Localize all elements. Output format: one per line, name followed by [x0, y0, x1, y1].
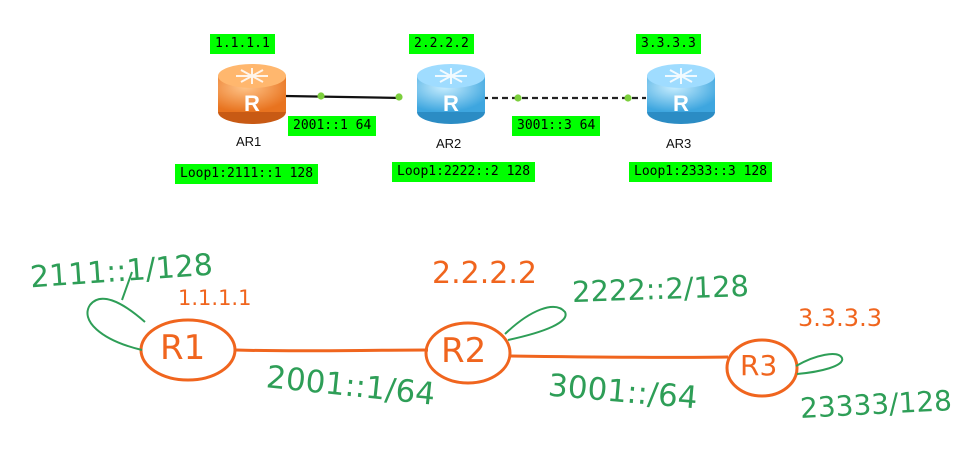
sketch-loopback-r1 [86, 297, 146, 351]
loopback-tag-ar1: Loop1:2111::1 128 [175, 164, 319, 184]
sketch-router-r2[interactable] [424, 321, 512, 385]
svg-text:R: R [244, 91, 260, 116]
loopback-tag-ar2: Loop1:2222::2 128 [392, 162, 536, 182]
sketch-link-r1-r2 [235, 348, 429, 353]
sketch-router-id-r3: 3.3.3.3 [798, 304, 882, 332]
sketch-router-label-r2: R2 [441, 331, 487, 371]
link-address-tag-2001: 2001::1 64 [288, 116, 377, 136]
router-name-ar3: AR3 [666, 136, 692, 151]
sketch-leader-line [121, 271, 133, 301]
port-dot [514, 94, 522, 102]
svg-text:R: R [673, 91, 689, 116]
router-id-tag-ar3: 3.3.3.3 [636, 34, 701, 54]
sketch-loopback-r2 [504, 306, 567, 341]
router-icon-ar1[interactable]: R [218, 64, 286, 124]
router-icon-ar3[interactable]: R [647, 64, 715, 124]
sketch-router-label-r3: R3 [740, 349, 778, 382]
sketch-router-id-r2: 2.2.2.2 [432, 256, 537, 291]
port-dot [317, 92, 325, 100]
router-id-tag-ar2: 2.2.2.2 [409, 34, 474, 54]
sketch-router-r3[interactable] [725, 338, 799, 398]
sketch-loopback-label-r2: 2222::2/128 [571, 268, 750, 310]
router-name-ar2: AR2 [436, 136, 462, 151]
router-icon-ar2[interactable]: R [417, 64, 485, 124]
router-id-tag-ar1: 1.1.1.1 [210, 34, 275, 54]
router-name-ar1: AR1 [236, 134, 262, 149]
sketch-router-id-r1: 1.1.1.1 [178, 286, 252, 310]
sketch-link-r2-r3 [509, 354, 729, 359]
sketch-router-label-r1: R1 [160, 328, 206, 368]
loopback-tag-ar3: Loop1:2333::3 128 [629, 162, 773, 182]
port-dot [395, 93, 403, 101]
svg-text:R: R [443, 91, 459, 116]
port-dot [624, 94, 632, 102]
link-address-tag-3001: 3001::3 64 [512, 116, 601, 136]
link-ar1-ar2 [284, 94, 403, 100]
sketch-loopback-r3 [795, 353, 844, 375]
